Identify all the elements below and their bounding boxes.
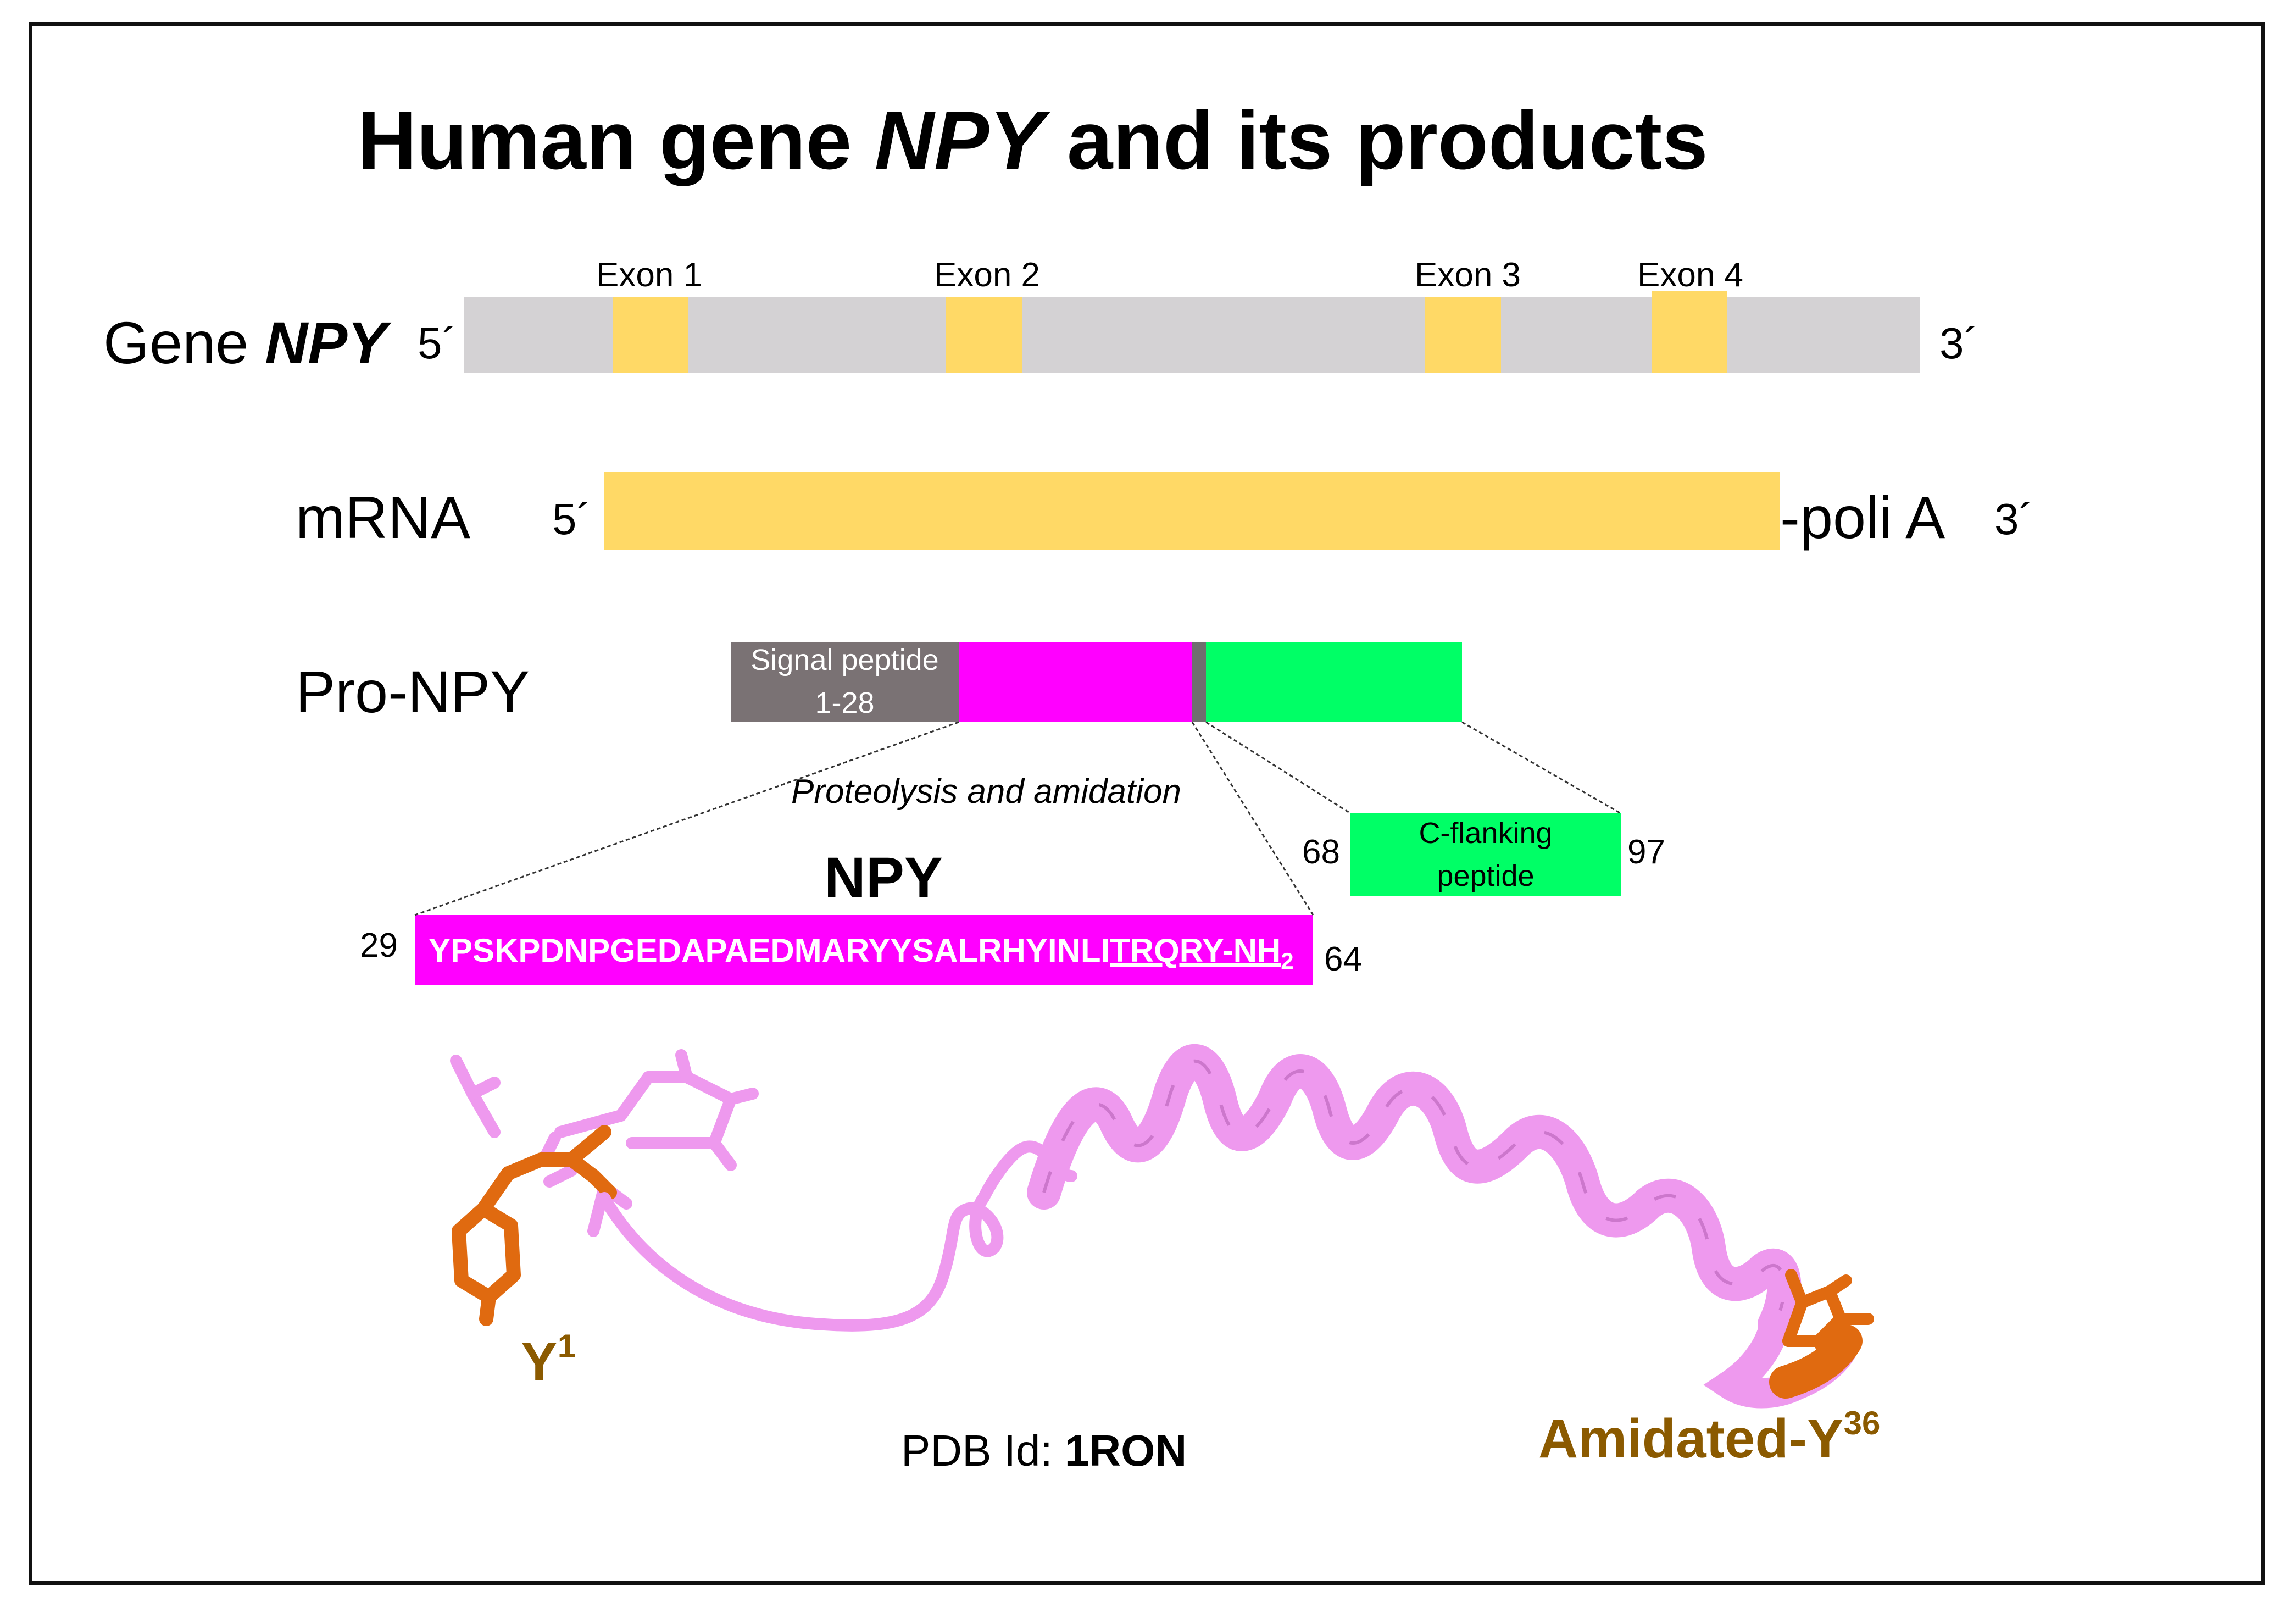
- mrna-five-prime-label: 5´: [552, 495, 592, 544]
- connector-cflank-left: [1205, 721, 1351, 814]
- signal-peptide-block: [731, 642, 959, 722]
- npy-end-index: 64: [1324, 940, 1362, 978]
- npy-backbone-ribbon: [598, 1044, 1863, 1409]
- figure-title: Human gene NPY and its products: [357, 94, 1708, 186]
- npy-sequence: YPSKPDNPGEDAPAEDMARYYSALRHYINLITRQRY-NH2: [429, 932, 1294, 974]
- dotted-connectors: [414, 721, 1621, 916]
- exon-3-block: [1425, 297, 1501, 373]
- connector-cflank-right: [1461, 721, 1621, 814]
- poly-a-tail-label: -poli A: [1780, 484, 1945, 551]
- tyr36-residue-model: [1782, 1269, 1874, 1369]
- npy-segment-block: [959, 642, 1192, 722]
- spacer-segment-block: [1192, 642, 1206, 722]
- pro-npy-row-label: Pro-NPY: [296, 658, 530, 725]
- exon-2-block: [946, 297, 1022, 373]
- mrna-row-label: mRNA: [296, 484, 470, 551]
- c-flanking-end-index: 97: [1627, 833, 1665, 871]
- c-flanking-start-index: 68: [1302, 833, 1340, 871]
- figure-border: [29, 22, 2265, 1585]
- connector-npy-right: [1191, 722, 1314, 916]
- c-term-orange-ribbon: [1769, 1324, 1863, 1399]
- connector-npy-left: [414, 721, 959, 916]
- c-flanking-box: [1350, 813, 1621, 896]
- exon-1-label: Exon 1: [596, 256, 703, 294]
- gene-row-label: Gene NPY: [103, 309, 387, 376]
- npy-start-index: 29: [360, 927, 398, 964]
- gene-three-prime-label: 3´: [1939, 319, 1979, 368]
- n-term-coil: [598, 1140, 1077, 1332]
- tyr1-orange-sticks: [452, 1125, 617, 1326]
- mrna-bar: [604, 472, 1780, 550]
- exon-4-label: Exon 4: [1637, 256, 1744, 294]
- npy-sequence-box: [415, 915, 1313, 985]
- c-flanking-segment-block: [1206, 642, 1462, 722]
- tyr1-label: Y1: [521, 1328, 576, 1393]
- npy-peptide-title: NPY: [824, 846, 943, 910]
- pdb-id-caption: PDB Id: 1RON: [901, 1426, 1187, 1475]
- helix-shading: [1042, 1059, 1786, 1326]
- tyr1-residue-model: [450, 1049, 759, 1326]
- alpha-helix: [1027, 1044, 1802, 1341]
- exon-3-label: Exon 3: [1415, 256, 1521, 294]
- exon-1-block: [613, 297, 688, 373]
- proteolysis-annotation: Proteolysis and amidation: [791, 773, 1181, 811]
- exon-2-label: Exon 2: [934, 256, 1041, 294]
- tyr36-label: Amidated-Y36: [1538, 1405, 1881, 1470]
- mrna-three-prime-label: 3´: [1994, 495, 2034, 544]
- gene-five-prime-label: 5´: [418, 319, 457, 368]
- exon-4-block: [1652, 291, 1727, 373]
